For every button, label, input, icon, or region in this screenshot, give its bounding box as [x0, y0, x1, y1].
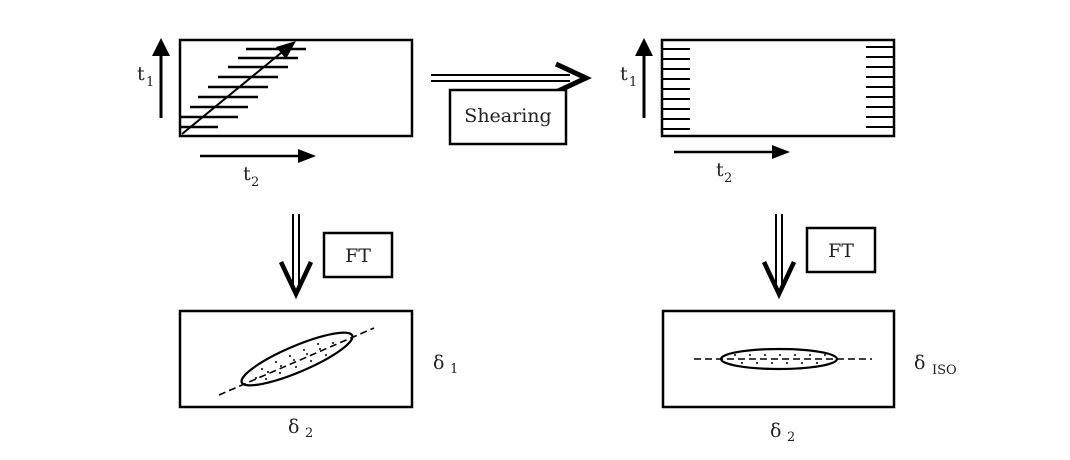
spectrum-box-left [178, 309, 414, 409]
delta2-label-right: δ [770, 420, 781, 442]
diagonal-echo-arrowhead [276, 41, 296, 59]
time-domain-box-left [178, 38, 414, 138]
echo-ticks-left-edge [662, 48, 690, 130]
delta2-label-left: δ [288, 416, 299, 438]
peak-stipple-right [734, 354, 826, 364]
shearing-box [448, 88, 568, 146]
echo-lines-sheared [180, 47, 306, 129]
shearing-label: Shearing [464, 105, 551, 127]
delta2-subscript-right: 2 [787, 430, 795, 445]
time-domain-box-right [660, 38, 896, 138]
peak-stipple-left [255, 342, 334, 380]
shearing-transition: Shearing [431, 61, 592, 146]
t2-subscript-right: 2 [724, 171, 732, 186]
ft-arrowhead-left [278, 261, 314, 300]
ft-transition-right: FT [761, 214, 877, 300]
spectrum-box-right [661, 309, 896, 409]
diagonal-dashed-line [218, 327, 375, 396]
delta-iso-label: δ [914, 352, 925, 374]
delta1-subscript: 1 [450, 362, 458, 377]
tilted-peak-ellipse [240, 331, 354, 387]
t2-axis-arrowhead [298, 149, 316, 163]
delta-iso-subscript: ISO [932, 363, 957, 378]
t2-axis-arrowhead-right [772, 145, 790, 159]
shearing-arrowhead [554, 61, 592, 95]
time-domain-panel-before-shearing: t 1 t 2 [137, 38, 414, 190]
t1-subscript: 1 [146, 75, 154, 90]
diagonal-echo-arrow [181, 47, 288, 135]
t1-label: t [137, 63, 145, 85]
ft-box-left [322, 231, 394, 279]
delta1-label: δ [433, 352, 444, 374]
spectrum-panel-left: δ 1 δ 2 [178, 309, 458, 441]
delta2-subscript-left: 2 [305, 426, 313, 441]
ft-transition-left: FT [278, 214, 394, 300]
t2-subscript: 2 [251, 175, 259, 190]
ft-label-right: FT [828, 240, 854, 262]
echo-ticks-right-edge [866, 46, 894, 128]
t1-subscript-right: 1 [629, 75, 637, 90]
t2-label: t [243, 163, 251, 185]
ft-arrowhead-right [761, 261, 797, 300]
t1-axis-arrowhead-right [635, 38, 653, 56]
spectrum-panel-right: δ ISO δ 2 [661, 309, 957, 445]
t2-label-right: t [716, 159, 724, 181]
ft-box-right [805, 226, 877, 274]
ft-label-left: FT [345, 245, 371, 267]
t1-axis-arrowhead [152, 38, 170, 56]
t1-label-right: t [620, 63, 628, 85]
horizontal-peak-ellipse [719, 347, 839, 371]
time-domain-panel-after-shearing: t 1 t 2 [620, 38, 896, 186]
